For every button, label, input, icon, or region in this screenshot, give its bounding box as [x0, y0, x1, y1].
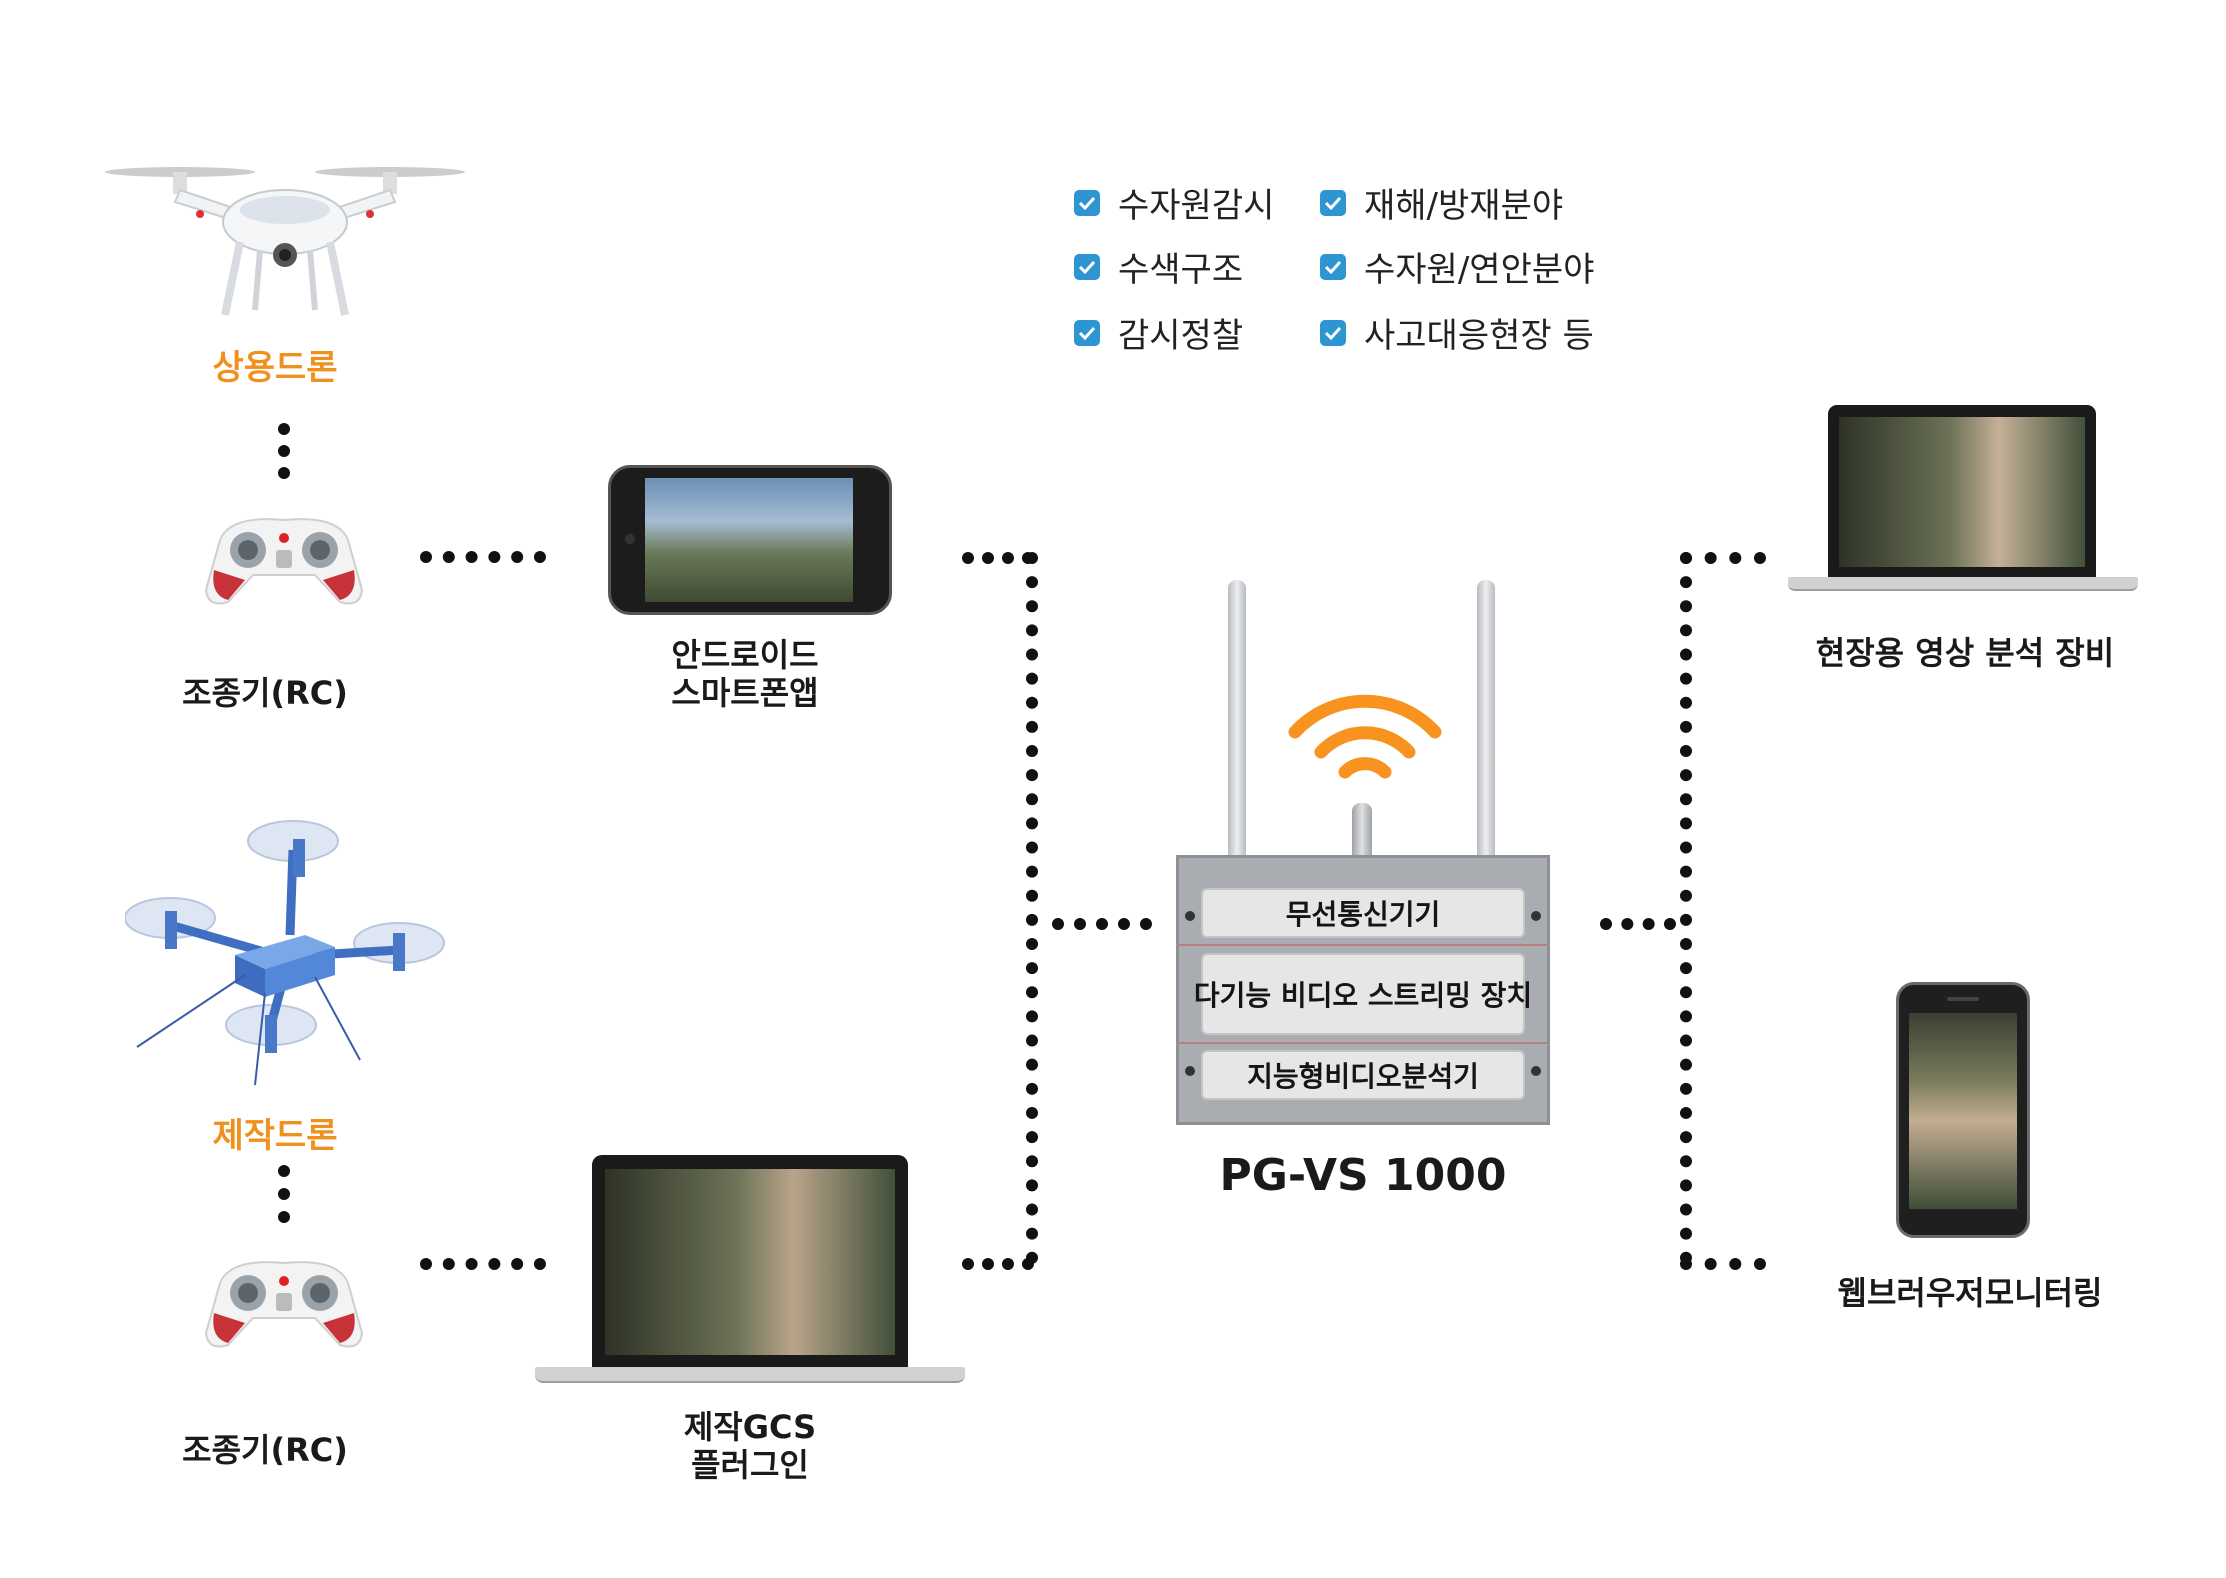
antenna-right — [1477, 580, 1495, 860]
check-item-label: 사고대응현장 등 — [1364, 316, 1594, 356]
connector-dots — [1680, 552, 1766, 564]
commercial-drone-icon — [105, 167, 465, 316]
laptop-screen — [605, 1169, 895, 1355]
checkbox-icon — [1074, 189, 1100, 216]
checkbox-icon — [1074, 253, 1100, 280]
screw — [1531, 911, 1541, 921]
android-app-label: 안드로이드 스마트폰앱 — [645, 636, 845, 713]
gcs-line1: 제작GCS — [683, 1408, 817, 1446]
smartphone-landscape — [608, 465, 892, 615]
web-monitoring-label: 웹브러우저모니터링 — [1837, 1274, 2103, 1312]
check-item-label: 수색구조 — [1118, 250, 1244, 290]
antenna-left — [1228, 580, 1246, 860]
custom-drone-label: 제작드론 — [212, 1116, 338, 1156]
checkbox-icon — [1074, 319, 1100, 346]
device-seam — [1179, 944, 1547, 946]
rc-controller-icon — [204, 518, 364, 605]
connector-dots — [1680, 552, 1692, 1264]
gcs-plugin-label: 제작GCS 플러그인 — [650, 1408, 850, 1485]
streaming-device-box: 무선통신기기 다기능 비디오 스트리밍 장치 지능형비디오분석기 — [1176, 855, 1550, 1125]
check-item-label: 감시정찰 — [1118, 316, 1244, 356]
connector-dots — [1052, 918, 1152, 930]
check-item: 재해/방재분야 — [1320, 178, 1563, 227]
check-item-label: 재해/방재분야 — [1364, 186, 1564, 226]
checkbox-icon — [1320, 319, 1346, 346]
phone-speaker — [1947, 997, 1979, 1001]
check-item: 수자원감시 — [1074, 178, 1274, 227]
android-app-line1: 안드로이드 — [671, 636, 819, 674]
wifi-icon — [1288, 694, 1442, 779]
check-item-label: 수자원/연안분야 — [1364, 250, 1595, 290]
laptop-base — [1788, 577, 2138, 591]
laptop-gcs — [535, 1155, 965, 1385]
laptop-screen — [1839, 417, 2085, 567]
connector-dots — [278, 1165, 290, 1223]
device-model-label: PG-VS 1000 — [1219, 1150, 1507, 1201]
checkbox-icon — [1320, 253, 1346, 280]
screw — [1185, 1066, 1195, 1076]
checkbox-icon — [1320, 189, 1346, 216]
check-item: 수자원/연안분야 — [1320, 242, 1594, 291]
connector-dots — [962, 552, 1034, 564]
connector-dots — [1600, 918, 1676, 930]
connector-dots — [420, 1258, 546, 1270]
screw — [1531, 1066, 1541, 1076]
check-item: 감시정찰 — [1074, 308, 1243, 357]
phone-camera-icon — [625, 534, 635, 544]
check-item: 사고대응현장 등 — [1320, 308, 1594, 357]
panel-analyzer: 지능형비디오분석기 — [1201, 1050, 1525, 1100]
connector-dots — [1680, 1258, 1766, 1270]
connector-dots — [1026, 552, 1038, 1264]
connector-dots — [278, 423, 290, 479]
laptop-field-equipment — [1788, 405, 2138, 595]
custom-drone-icon — [125, 820, 445, 1086]
smartphone-portrait — [1896, 982, 2030, 1238]
connector-dots — [420, 551, 546, 563]
screw — [1185, 911, 1195, 921]
panel-streaming: 다기능 비디오 스트리밍 장치 — [1194, 953, 1532, 1035]
check-item-label: 수자원감시 — [1118, 186, 1275, 226]
phone-screen — [1909, 1013, 2017, 1209]
check-item: 수색구조 — [1074, 242, 1243, 291]
panel-wireless: 무선통신기기 — [1201, 888, 1525, 938]
rc-top-label: 조종기(RC) — [182, 674, 348, 712]
antenna-center — [1352, 803, 1372, 858]
rc-bottom-label: 조종기(RC) — [182, 1431, 348, 1469]
phone-screen — [645, 478, 853, 602]
laptop-base — [535, 1367, 965, 1383]
rc-controller-icon — [204, 1261, 364, 1348]
android-app-line2: 스마트폰앱 — [671, 674, 819, 713]
device-seam — [1179, 1042, 1547, 1044]
commercial-drone-label: 상용드론 — [212, 348, 338, 388]
connector-dots — [962, 1258, 1034, 1270]
field-equipment-label: 현장용 영상 분석 장비 — [1815, 634, 2115, 672]
gcs-line2: 플러그인 — [691, 1446, 809, 1485]
